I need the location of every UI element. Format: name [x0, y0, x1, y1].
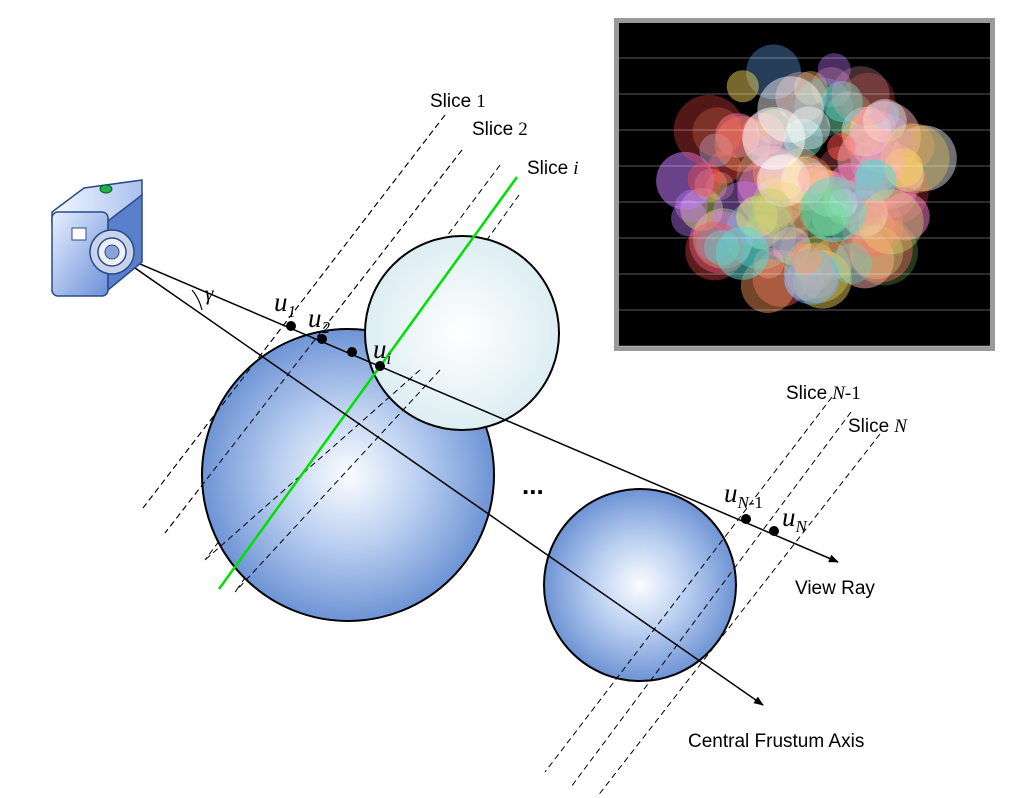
blob [798, 182, 853, 237]
blob [692, 107, 743, 157]
slice-1-overlay [142, 114, 446, 509]
blob [797, 162, 831, 195]
slice-n-minus-1b-plane [570, 411, 852, 788]
inset-scanlines [619, 57, 990, 347]
rendered-inset-image [614, 18, 995, 351]
label-un: uN [782, 502, 809, 536]
blob [858, 189, 924, 255]
blob [801, 176, 867, 242]
blob [811, 200, 848, 236]
point-u1 [286, 321, 296, 331]
blob [746, 44, 801, 100]
blob [705, 172, 735, 201]
blob [841, 73, 895, 126]
slice-2-overlay [164, 149, 463, 534]
blob [783, 248, 840, 305]
slice-planes-overlay [142, 114, 463, 593]
label-un-minus-1: uN-1 [724, 478, 763, 512]
blob [790, 243, 822, 275]
blob [835, 229, 895, 289]
point-u-extra [347, 347, 357, 357]
point-u2 [317, 334, 327, 344]
blob [821, 81, 863, 123]
blob [754, 182, 813, 241]
slice-n-minus-1-plane [544, 396, 833, 773]
blob [829, 188, 858, 218]
blob [687, 162, 722, 197]
blob [756, 160, 797, 202]
central-frustum-axis [111, 251, 764, 706]
label-u2: u2 [308, 303, 331, 337]
blob [673, 94, 745, 166]
blob [881, 192, 930, 241]
blob [831, 66, 890, 125]
blob [726, 70, 759, 103]
small-sphere [543, 488, 737, 682]
view-ray-label: View Ray [795, 578, 875, 599]
camera-icon [51, 179, 143, 297]
slice-overlay-3 [204, 369, 421, 561]
blob [831, 243, 873, 284]
blob [775, 71, 827, 123]
right-slice-planes [544, 396, 881, 798]
blob [699, 133, 733, 167]
blob [869, 99, 900, 130]
point-ui [375, 361, 385, 371]
point-un-minus-1 [741, 514, 751, 524]
point-un [769, 526, 779, 536]
slice-n-plane [596, 433, 881, 798]
blob [863, 111, 896, 143]
blob [748, 188, 792, 233]
angle-arc [191, 289, 203, 311]
blob [811, 67, 852, 108]
slice-i-plane [217, 176, 519, 590]
blob [742, 107, 806, 170]
label-ui: ui [373, 334, 392, 368]
blob [854, 158, 885, 190]
blob [849, 225, 904, 280]
blob [817, 53, 851, 87]
angle-gamma-label: γ [205, 281, 214, 305]
view-ray [111, 251, 839, 563]
blob [715, 226, 770, 280]
central-frustum-axis-label: Central Frustum Axis [688, 731, 864, 752]
blob [854, 159, 897, 202]
blob [675, 189, 708, 223]
blob [757, 76, 824, 143]
blob [841, 195, 904, 258]
sample-points [286, 321, 779, 536]
slice-overlay-4 [234, 369, 441, 593]
blob [863, 98, 907, 143]
blob-cluster [656, 44, 957, 313]
blob [656, 151, 714, 210]
blob [794, 77, 853, 137]
ellipsis: ... [522, 470, 544, 500]
blob [827, 132, 856, 161]
blob [793, 71, 828, 105]
label-u1: u1 [274, 287, 296, 321]
blob [832, 215, 865, 249]
